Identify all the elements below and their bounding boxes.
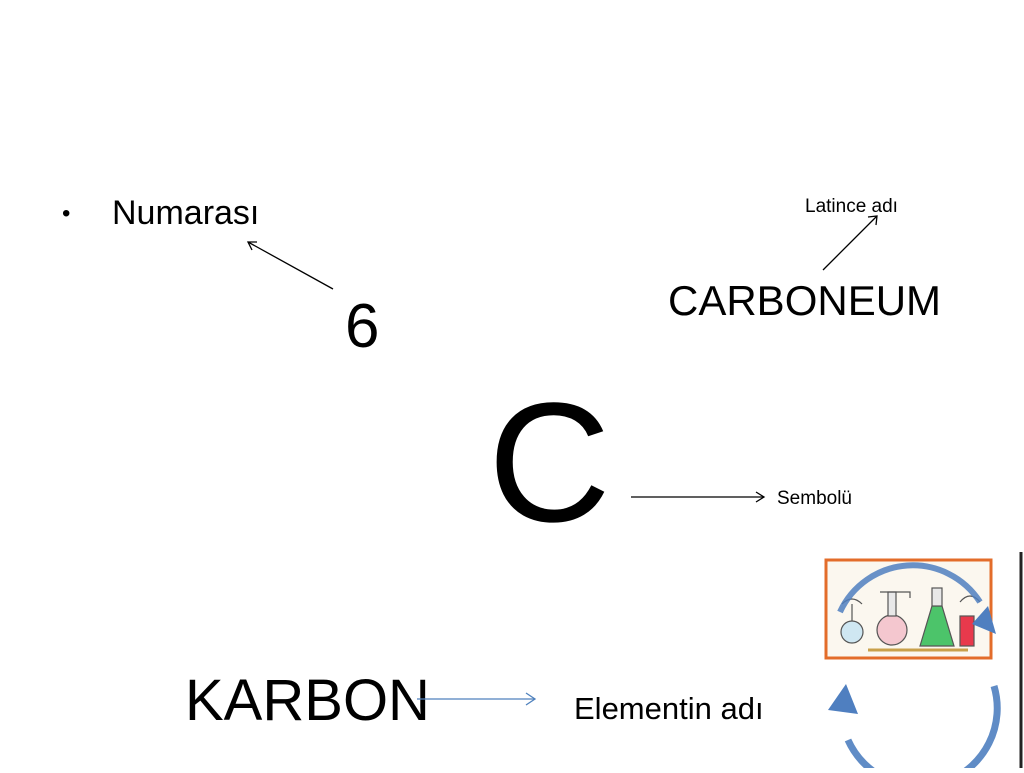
atomic-number: 6	[345, 292, 380, 361]
bullet-marker: •	[62, 199, 71, 227]
arrow-number-to-label	[246, 241, 334, 290]
latin-name: CARBONEUM	[668, 277, 942, 324]
arrow-symbol-to-label	[631, 491, 766, 503]
lab-equipment-cycle-icon	[820, 552, 1024, 773]
numarasi-label: Numarası	[112, 194, 260, 232]
bullet-item-numarasi: • Numarası	[62, 194, 259, 233]
arrow-name-to-label	[417, 692, 537, 706]
latin-name-label: Latince adı	[805, 196, 898, 217]
element-name-label: Elementin adı	[574, 691, 764, 726]
element-symbol: C	[488, 368, 611, 558]
element-name: KARBON	[185, 668, 430, 733]
arrow-latin-to-label	[822, 215, 878, 271]
symbol-label: Sembolü	[777, 488, 852, 509]
